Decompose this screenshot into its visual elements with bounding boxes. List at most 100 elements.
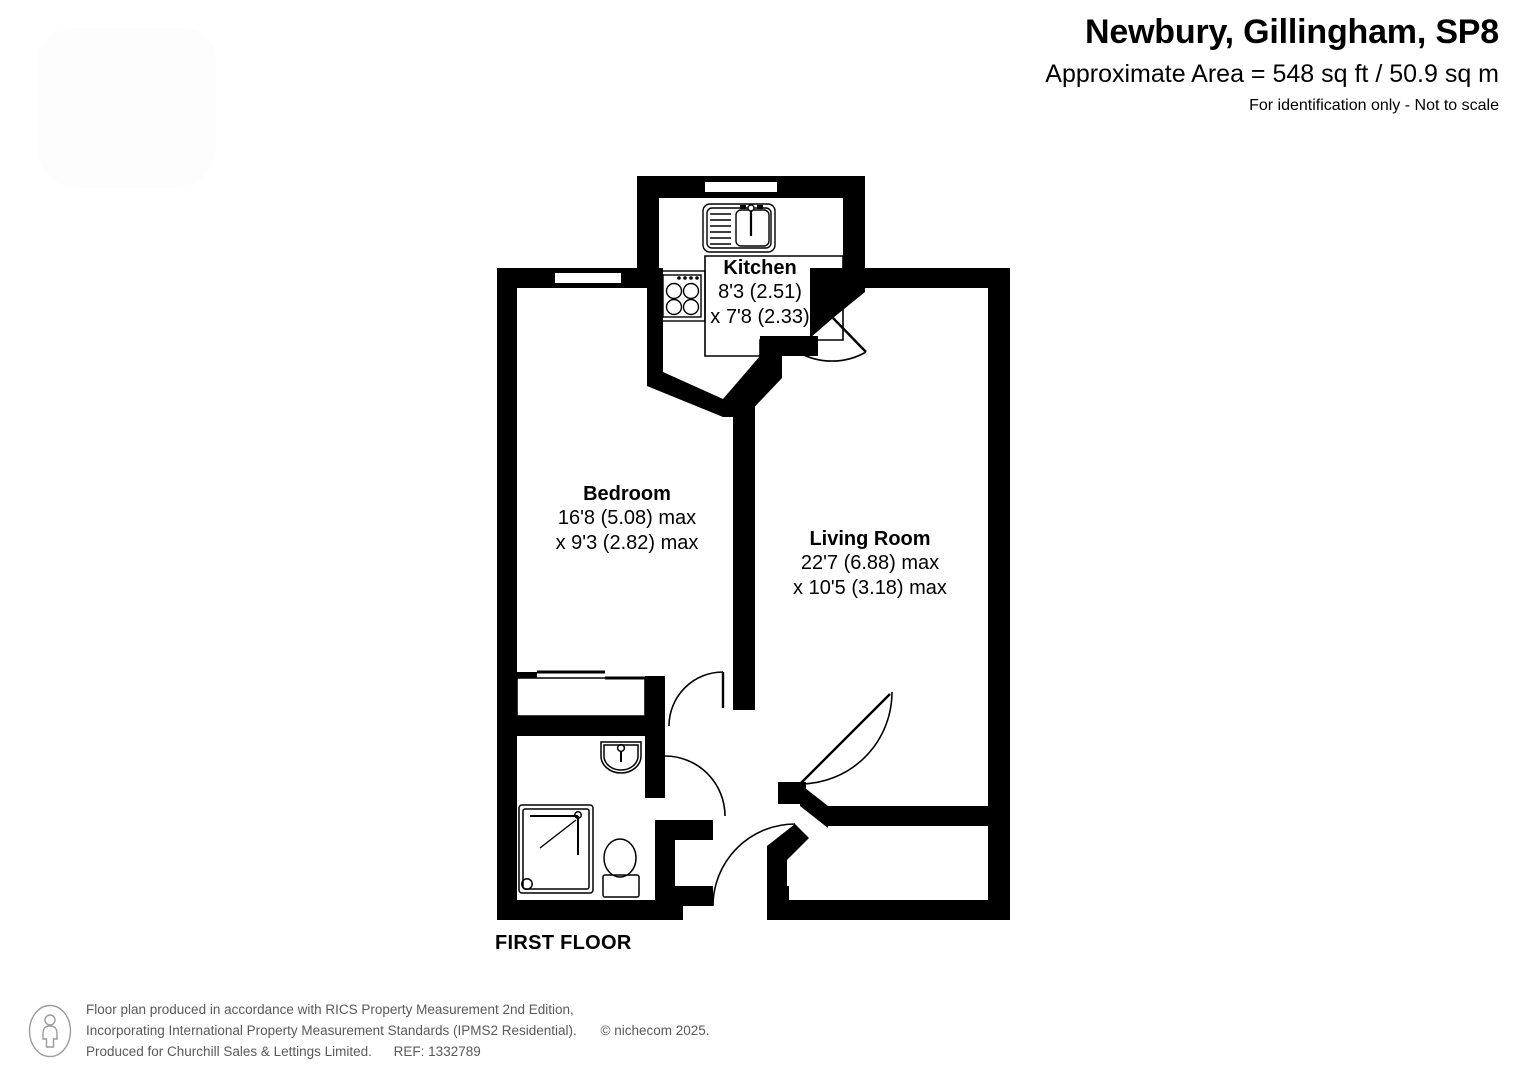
room-label-living-room: Living Room 22'7 (6.88) max x 10'5 (3.18… <box>770 527 970 600</box>
shower-tray-inner <box>522 808 590 890</box>
entry-door-arc <box>712 823 796 907</box>
kitchen-name: Kitchen <box>723 257 797 279</box>
bottom-wall-step-left <box>663 886 683 920</box>
hob-ring-2 <box>682 282 700 300</box>
living-door-leaf <box>799 693 891 785</box>
kitchen-dim-2: x 7'8 (2.33) <box>710 305 810 328</box>
living-room-name: Living Room <box>809 528 931 550</box>
living-door-arc <box>799 691 893 785</box>
kitchen-window-inner <box>705 192 777 198</box>
kitchen-corner-angled-left <box>647 372 723 417</box>
bathroom-fixtures <box>518 741 642 898</box>
floor-caption: FIRST FLOOR <box>495 932 632 954</box>
bottom-exterior-wall-right <box>767 900 1010 920</box>
hob-knob-2 <box>683 276 687 280</box>
hob-knob-1 <box>677 276 681 280</box>
footer-reference: REF: 1332789 <box>393 1043 481 1059</box>
bathroom-shower-icon <box>518 804 594 894</box>
wc-cistern <box>602 874 640 898</box>
bedroom-wardrobe-icon <box>516 677 646 717</box>
footer-copyright: © nichecom 2025. <box>600 1022 710 1038</box>
room-label-kitchen: Kitchen 8'3 (2.51) x 7'8 (2.33) <box>660 256 860 329</box>
kitchen-left-wall-upper <box>637 176 659 270</box>
bathroom-basin-icon <box>600 741 642 774</box>
identification-note: For identification only - Not to scale <box>1249 96 1499 114</box>
wardrobe-front-line-left <box>517 672 537 678</box>
bedroom-fixtures <box>516 670 646 717</box>
sink-outer <box>702 203 776 253</box>
kitchen-bottom-wall-notch <box>760 336 782 356</box>
kitchen-sink-icon <box>702 203 776 253</box>
living-top-wall <box>843 268 1010 288</box>
sink-tap-handle-right <box>757 205 763 209</box>
door-swings <box>664 292 893 907</box>
right-exterior-wall <box>988 268 1010 920</box>
bedroom-dim-2: x 9'3 (2.82) max <box>555 531 699 554</box>
bedroom-top-wall-right <box>621 268 659 288</box>
hob-knob-4 <box>695 276 699 280</box>
footer-line-3: Produced for Churchill Sales & Lettings … <box>86 1042 710 1063</box>
sink-tap-head <box>747 204 755 212</box>
page-title: Newbury, Gillingham, SP8 <box>1085 13 1499 51</box>
living-room-dim-2: x 10'5 (3.18) max <box>793 576 947 599</box>
left-exterior-wall <box>497 268 517 920</box>
sink-tap-handle-left <box>740 205 746 209</box>
living-room-dim-1: 22'7 (6.88) max <box>800 552 940 575</box>
ipms-person-icon <box>28 1005 72 1058</box>
bathroom-bottom-door-jamb <box>655 820 713 840</box>
approximate-area-text: Approximate Area = 548 sq ft / 50.9 sq m <box>1045 60 1499 89</box>
kitchen-door-leaf <box>832 317 867 353</box>
kitchen-right-wall-upper <box>843 176 865 268</box>
living-lower-divider-wall <box>828 806 990 826</box>
living-hall-jamb-angled <box>800 784 828 828</box>
room-label-bedroom: Bedroom 16'8 (5.08) max x 9'3 (2.82) max <box>527 482 727 555</box>
hall-door-jamb-top <box>733 692 755 710</box>
footer-ipms-text: Incorporating International Property Mea… <box>86 1022 577 1038</box>
bedroom-name: Bedroom <box>583 483 671 505</box>
basin-inner <box>603 744 639 771</box>
footer-rics-text: Floor plan produced in accordance with R… <box>86 1002 574 1017</box>
hob-ring-1 <box>665 282 683 300</box>
sink-basin <box>735 209 770 247</box>
kitchen-hob-icon <box>658 270 706 322</box>
hob-outer <box>658 270 706 322</box>
kitchen-door-arc-helper <box>865 292 874 358</box>
wall-structure <box>497 176 1010 920</box>
wardrobe-bottom-wall <box>517 716 665 736</box>
bathroom-right-wall-upper <box>645 736 665 798</box>
kitchen-door-arc <box>797 351 867 362</box>
footer-line-1: Floor plan produced in accordance with R… <box>86 1000 710 1021</box>
entry-jamb-vertical <box>767 846 787 902</box>
bottom-exterior-wall-left <box>497 900 683 920</box>
shower-tray-outer <box>518 804 594 894</box>
kitchen-window-outer <box>705 176 777 182</box>
footer-text-block: Floor plan produced in accordance with R… <box>86 1000 710 1063</box>
footer-line-2: Incorporating International Property Mea… <box>86 1021 710 1042</box>
wardrobe-right-wall <box>645 676 665 736</box>
shower-head <box>574 811 582 819</box>
bedroom-door-arc <box>668 671 724 727</box>
hall-bottom-jamb <box>683 886 713 906</box>
shower-hose <box>539 819 577 849</box>
kitchen-worktop-icon <box>704 255 844 357</box>
kitchen-dim-1: 8'3 (2.51) <box>718 281 802 304</box>
hob-ring-3 <box>665 298 683 316</box>
living-hall-jamb <box>778 782 806 804</box>
header: Newbury, Gillingham, SP8 Approximate Are… <box>1045 13 1499 114</box>
shower-waste <box>521 878 533 890</box>
bedroom-living-divider-wall <box>733 399 755 692</box>
wc-pan <box>603 838 637 878</box>
footer: Floor plan produced in accordance with R… <box>28 1000 710 1063</box>
bedroom-window-outer <box>555 268 621 273</box>
basin-bowl <box>600 741 642 774</box>
bedroom-dim-1: 16'8 (5.08) max <box>557 507 697 530</box>
hob-knob-3 <box>689 276 693 280</box>
entry-jamb-angled <box>767 824 809 860</box>
footer-produced-for: Produced for Churchill Sales & Lettings … <box>86 1043 372 1059</box>
bathroom-door-arc <box>664 755 726 817</box>
bathroom-wc-icon <box>602 838 640 898</box>
bedroom-window-inner <box>555 283 621 288</box>
hob-inner <box>662 274 702 318</box>
